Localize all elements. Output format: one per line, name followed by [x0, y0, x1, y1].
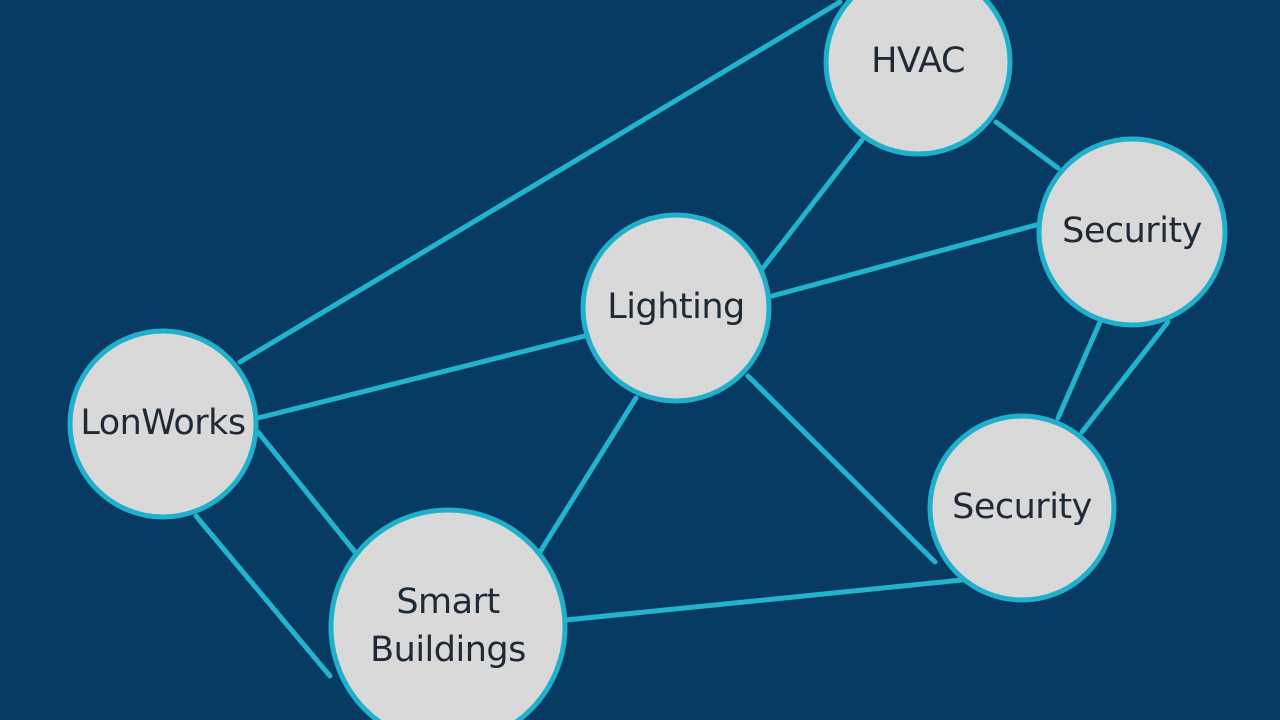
edge-security-1-security-2-b [1079, 319, 1171, 435]
node-lighting: Lighting [580, 212, 772, 404]
node-hvac: HVAC [823, 0, 1013, 157]
node-circle-smart-buildings [328, 507, 568, 720]
edge-hvac-security-1 [993, 119, 1061, 171]
node-label-lonworks: LonWorks [80, 403, 245, 443]
node-circle-hvac [823, 0, 1013, 157]
node-circle-lighting [580, 212, 772, 404]
node-label-smart-buildings-1: Smart [396, 582, 499, 622]
edge-hvac-lighting [760, 137, 865, 271]
edge-lighting-security-2 [745, 373, 938, 565]
node-label-security-2: Security [952, 487, 1092, 527]
edge-lighting-security-1 [769, 222, 1039, 299]
node-circle-security-2 [927, 413, 1117, 603]
edge-security-1-security-2 [1055, 319, 1103, 421]
node-label-security-1: Security [1062, 211, 1202, 251]
node-label-smart-buildings-2: Buildings [370, 630, 526, 670]
edge-lonworks-smart-buildings-b [193, 513, 333, 679]
edge-smart-buildings-security-2 [563, 577, 965, 623]
node-label-hvac: HVAC [871, 41, 965, 81]
edges-layer [193, 0, 1171, 679]
node-circle-security-1 [1036, 136, 1228, 328]
node-lonworks: LonWorks [67, 328, 259, 520]
edge-lonworks-hvac [237, 0, 843, 365]
node-security-1: Security [1036, 136, 1228, 328]
edge-lonworks-lighting [255, 333, 588, 421]
node-security-2: Security [927, 413, 1117, 603]
edge-lonworks-smart-buildings [255, 429, 358, 555]
node-circle-lonworks [67, 328, 259, 520]
nodes-layer: HVACSecurityLightingLonWorksSecuritySmar… [67, 0, 1228, 720]
edge-lighting-smart-buildings [537, 395, 639, 555]
node-label-lighting: Lighting [607, 287, 744, 327]
